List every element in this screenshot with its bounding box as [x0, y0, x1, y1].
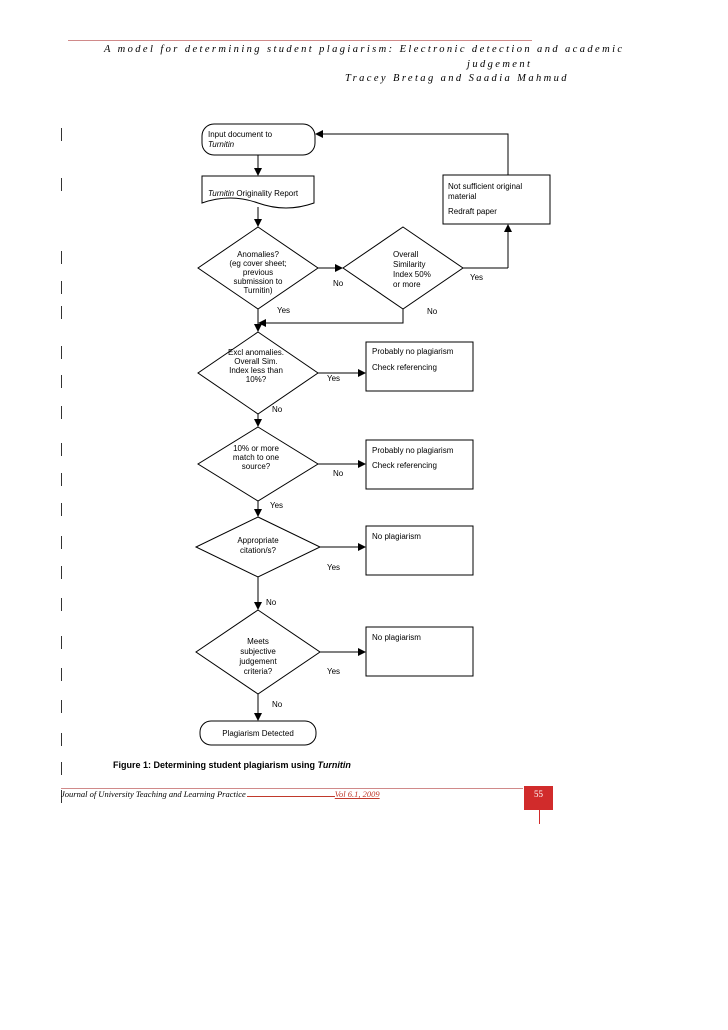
- no-plagiarism-1: No plagiarism: [372, 532, 421, 541]
- svg-text:citation/s?: citation/s?: [240, 546, 277, 555]
- change-bar: [61, 503, 62, 516]
- svg-text:judgement: judgement: [238, 657, 277, 666]
- change-bar: [61, 668, 62, 681]
- yes-label: Yes: [277, 306, 290, 315]
- check-2: Check referencing: [372, 461, 437, 470]
- change-bar: [61, 700, 62, 713]
- detected-terminal: [199, 720, 317, 746]
- svg-text:source?: source?: [242, 462, 271, 471]
- svg-text:(eg cover sheet;: (eg cover sheet;: [229, 259, 286, 268]
- probably-2: Probably no plagiarism: [372, 446, 454, 455]
- probably-box-1: [365, 341, 474, 392]
- probably-1: Probably no plagiarism: [372, 347, 454, 356]
- svg-text:Meets: Meets: [247, 637, 269, 646]
- yes-label: Yes: [327, 667, 340, 676]
- page-tick: [539, 810, 540, 824]
- change-bar: [61, 473, 62, 486]
- svg-text:submission to: submission to: [234, 277, 283, 286]
- running-authors: Tracey Bretag and Saadia Mahmud: [345, 73, 569, 84]
- svg-text:Overall: Overall: [393, 250, 419, 259]
- page-number: 55: [524, 786, 553, 810]
- footer-rule: [61, 788, 523, 789]
- change-bar: [61, 406, 62, 419]
- footer: Journal of University Teaching and Learn…: [61, 789, 380, 799]
- figure-caption: Figure 1: Determining student plagiarism…: [113, 760, 351, 770]
- yes-label: Yes: [270, 501, 283, 510]
- flow-shapes: [194, 123, 551, 746]
- svg-text:Anomalies?: Anomalies?: [237, 250, 279, 259]
- excl-text: Excl anomalies. Overall Sim. Index less …: [228, 348, 284, 384]
- flow-connectors: [254, 130, 512, 721]
- change-bar: [61, 636, 62, 649]
- change-bar: [61, 306, 62, 319]
- svg-text:Index 50%: Index 50%: [393, 270, 431, 279]
- no-plagiarism-box-2: [365, 626, 474, 677]
- subjective-text: Meets subjective judgement criteria?: [238, 637, 277, 676]
- overall-text: Overall Similarity Index 50% or more: [393, 250, 431, 289]
- yes-label: Yes: [470, 273, 483, 282]
- input-line1: Input document to: [208, 130, 273, 139]
- not-sufficient-line1: Not sufficient original: [448, 182, 522, 191]
- change-bar: [61, 281, 62, 294]
- no-label: No: [272, 405, 283, 414]
- change-bar: [61, 566, 62, 579]
- running-title-line2: judgement: [467, 59, 533, 70]
- change-bar: [61, 790, 62, 803]
- svg-text:subjective: subjective: [240, 647, 276, 656]
- change-bar: [61, 762, 62, 775]
- input-line2: Turnitin: [208, 140, 235, 149]
- no-label: No: [266, 598, 277, 607]
- anomalies-text: Anomalies? (eg cover sheet; previous sub…: [229, 250, 286, 295]
- change-bar: [61, 443, 62, 456]
- check-1: Check referencing: [372, 363, 437, 372]
- no-label: No: [427, 307, 438, 316]
- svg-text:criteria?: criteria?: [244, 667, 273, 676]
- branch-labels: No Yes No Yes Yes No No Yes Yes No Yes N…: [266, 273, 483, 709]
- change-bar: [61, 375, 62, 388]
- no-label: No: [272, 700, 283, 709]
- journal-name: Journal of University Teaching and Learn…: [61, 789, 246, 799]
- svg-text:previous: previous: [243, 268, 273, 277]
- not-sufficient-line2: material: [448, 192, 477, 201]
- svg-text:Overall Sim.: Overall Sim.: [234, 357, 278, 366]
- probably-box-2: [365, 439, 474, 490]
- report-document: [201, 175, 315, 209]
- svg-text:Similarity: Similarity: [393, 260, 425, 269]
- change-bar: [61, 178, 62, 191]
- no-plagiarism-2: No plagiarism: [372, 633, 421, 642]
- no-plagiarism-box-1: [365, 525, 474, 576]
- change-bar: [61, 251, 62, 264]
- no-label: No: [333, 469, 344, 478]
- detected-label: Plagiarism Detected: [222, 729, 294, 738]
- svg-text:Turnitin): Turnitin): [243, 286, 272, 295]
- svg-text:10% or more: 10% or more: [233, 444, 279, 453]
- svg-text:Appropriate: Appropriate: [237, 536, 279, 545]
- change-bar: [61, 128, 62, 141]
- yes-label: Yes: [327, 563, 340, 572]
- citation-text: Appropriate citation/s?: [237, 536, 279, 555]
- yes-label: Yes: [327, 374, 340, 383]
- report-label: Turnitin Originality Report: [208, 189, 299, 198]
- change-bar: [61, 598, 62, 611]
- change-bar: [61, 733, 62, 746]
- svg-text:or more: or more: [393, 280, 421, 289]
- svg-text:10%?: 10%?: [246, 375, 267, 384]
- running-title-line1: A model for determining student plagiari…: [104, 44, 625, 55]
- redraft-label: Redraft paper: [448, 207, 497, 216]
- svg-text:Index less than: Index less than: [229, 366, 283, 375]
- no-label: No: [333, 279, 344, 288]
- svg-text:match to one: match to one: [233, 453, 280, 462]
- ten-percent-text: 10% or more match to one source?: [233, 444, 280, 471]
- not-sufficient-box: [442, 174, 551, 225]
- change-bar: [61, 346, 62, 359]
- svg-text:Excl anomalies.: Excl anomalies.: [228, 348, 284, 357]
- change-bar: [61, 536, 62, 549]
- volume-label: Vol 6.1, 2009: [334, 789, 380, 799]
- header-rule: [68, 40, 532, 41]
- footer-underline: [246, 796, 335, 797]
